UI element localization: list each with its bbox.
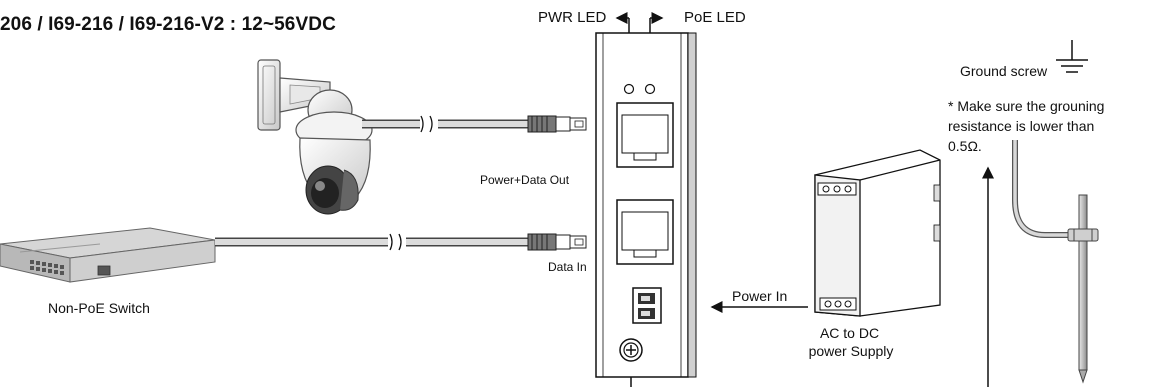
grounding-note-line1: * Make sure the grouning bbox=[948, 98, 1105, 114]
diagram-title: 206 / I69-216 / I69-216-V2 : 12~56VDC bbox=[0, 14, 336, 35]
ac-dc-power-supply-icon bbox=[814, 149, 941, 317]
data-in-label: Data In bbox=[548, 260, 587, 274]
rj45-connector-in-icon bbox=[527, 233, 587, 251]
grounding-note-line2: resistance is lower than bbox=[948, 118, 1095, 134]
ground-symbol-icon bbox=[1056, 40, 1088, 73]
ac-dc-label-line1: AC to DC bbox=[819, 325, 880, 341]
cable-data-in bbox=[215, 233, 530, 251]
power-in-label: Power In bbox=[732, 288, 788, 304]
cable-power-data-out bbox=[362, 115, 530, 133]
ground-screw-label: Ground screw bbox=[960, 63, 1048, 79]
rj45-port-in bbox=[616, 199, 674, 265]
network-switch-icon bbox=[0, 227, 216, 283]
ptz-dome-camera-icon bbox=[257, 59, 373, 215]
poe-led bbox=[644, 83, 656, 95]
poe-injector-device bbox=[595, 32, 697, 387]
power-data-out-label: Power+Data Out bbox=[480, 173, 570, 187]
poe-led-label: PoE LED bbox=[684, 9, 746, 26]
rj45-connector-icon bbox=[527, 115, 587, 133]
dc-terminal-block bbox=[632, 287, 662, 324]
device-ground-screw bbox=[619, 338, 643, 362]
grounding-note-line3: 0.5Ω. bbox=[948, 138, 982, 154]
non-poe-switch-label: Non-PoE Switch bbox=[48, 300, 150, 316]
pwr-led-label: PWR LED bbox=[538, 9, 607, 26]
pwr-led bbox=[623, 83, 635, 95]
ground-rod-icon bbox=[1012, 140, 1099, 384]
rj45-port-out bbox=[616, 102, 674, 168]
ac-dc-label-line2: power Supply bbox=[808, 343, 894, 359]
